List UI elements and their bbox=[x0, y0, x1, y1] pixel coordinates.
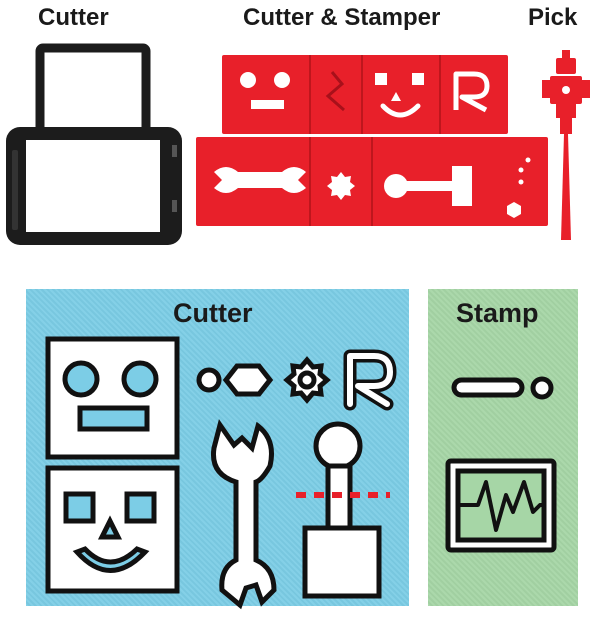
cutter-title: Cutter bbox=[38, 4, 109, 31]
cutter-frame bbox=[6, 43, 182, 245]
robot-pick bbox=[542, 50, 590, 240]
stamp-panel-title: Stamp bbox=[456, 298, 539, 328]
cutter-stamper-title: Cutter & Stamper bbox=[243, 4, 441, 31]
pick-title: Pick bbox=[528, 4, 578, 31]
stamper-tray-top bbox=[222, 55, 508, 134]
cutter-panel-title: Cutter bbox=[173, 298, 253, 328]
cutter-shapes bbox=[45, 336, 397, 610]
stamp-panel bbox=[428, 289, 578, 606]
stamp-shapes bbox=[445, 376, 557, 553]
stamper-tray-bottom bbox=[196, 137, 548, 226]
